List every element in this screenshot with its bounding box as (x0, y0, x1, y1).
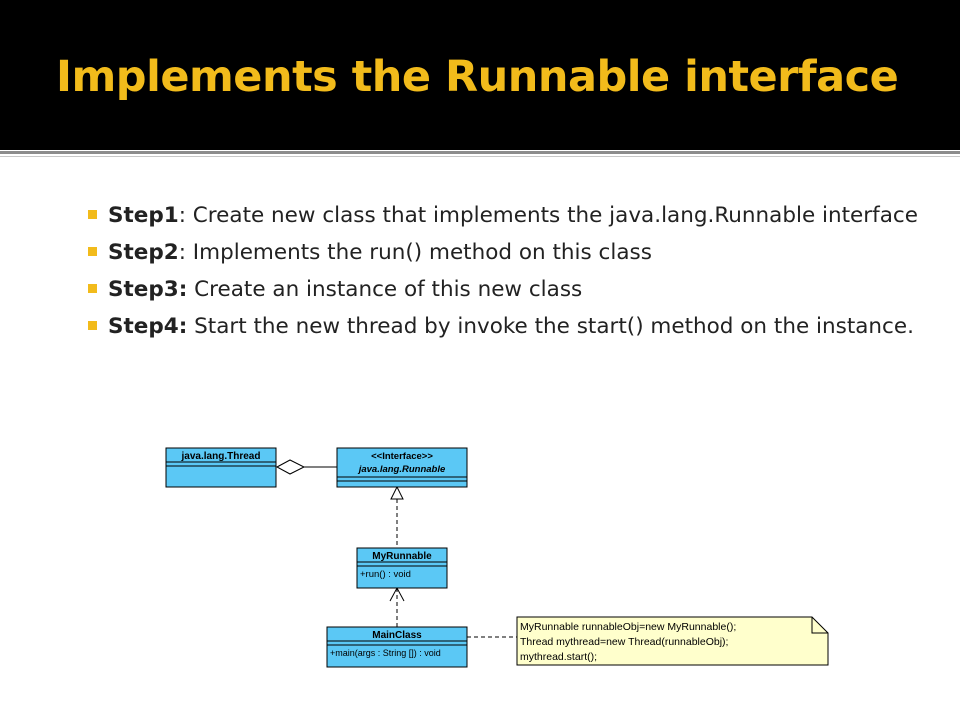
step-label: Step4: (108, 314, 188, 339)
step-text: Implements the run() method on this clas… (185, 240, 652, 265)
square-bullet-icon (88, 321, 97, 330)
title-bar: Implements the Runnable interface (0, 0, 960, 150)
myrunnable-class-box: MyRunnable +run() : void (356, 547, 448, 589)
square-bullet-icon (88, 210, 97, 219)
step-text: Create an instance of this new class (187, 277, 583, 302)
myrunnable-method: +run() : void (360, 569, 411, 580)
runnable-interface-box: <<Interface>> java.lang.Runnable (336, 447, 468, 488)
title-divider-thin (0, 156, 960, 157)
step-label: Step1 (108, 203, 179, 228)
square-bullet-icon (88, 284, 97, 293)
step-item: Step2: Implements the run() method on th… (88, 234, 954, 271)
myrunnable-class-name: MyRunnable (372, 551, 432, 562)
step-separator: : (178, 240, 186, 265)
square-bullet-icon (88, 247, 97, 256)
step-item: Step1: Create new class that implements … (88, 197, 954, 234)
note-line: mythread.start(); (520, 651, 597, 663)
step-item: Step3: Create an instance of this new cl… (88, 271, 954, 308)
title-divider (0, 151, 960, 154)
note-fold-icon (811, 617, 828, 634)
runnable-interface-name: java.lang.Runnable (357, 464, 446, 475)
thread-class-name: java.lang.Thread (181, 451, 261, 462)
step-label: Step3: (108, 277, 188, 302)
interface-stereotype: <<Interface>> (371, 451, 433, 462)
step-label: Step2 (108, 240, 179, 265)
thread-class-box: java.lang.Thread (165, 447, 277, 488)
code-note: MyRunnable runnableObj=new MyRunnable();… (516, 616, 829, 666)
step-text: Start the new thread by invoke the start… (187, 314, 914, 339)
step-item: Step4: Start the new thread by invoke th… (88, 308, 954, 345)
note-line: MyRunnable runnableObj=new MyRunnable(); (520, 621, 736, 633)
step-separator: : (178, 203, 186, 228)
note-line: Thread mythread=new Thread(runnableObj); (520, 636, 728, 648)
main-class-method: +main(args : String []) : void (330, 648, 441, 658)
step-text: Create new class that implements the jav… (185, 203, 918, 228)
aggregation-diamond-icon (275, 459, 306, 475)
main-class-box: MainClass +main(args : String []) : void (326, 626, 468, 668)
main-class-name: MainClass (372, 630, 422, 641)
step-list: Step1: Create new class that implements … (88, 197, 954, 345)
realization-arrowhead-icon (390, 485, 404, 500)
slide-title: Implements the Runnable interface (56, 52, 899, 102)
